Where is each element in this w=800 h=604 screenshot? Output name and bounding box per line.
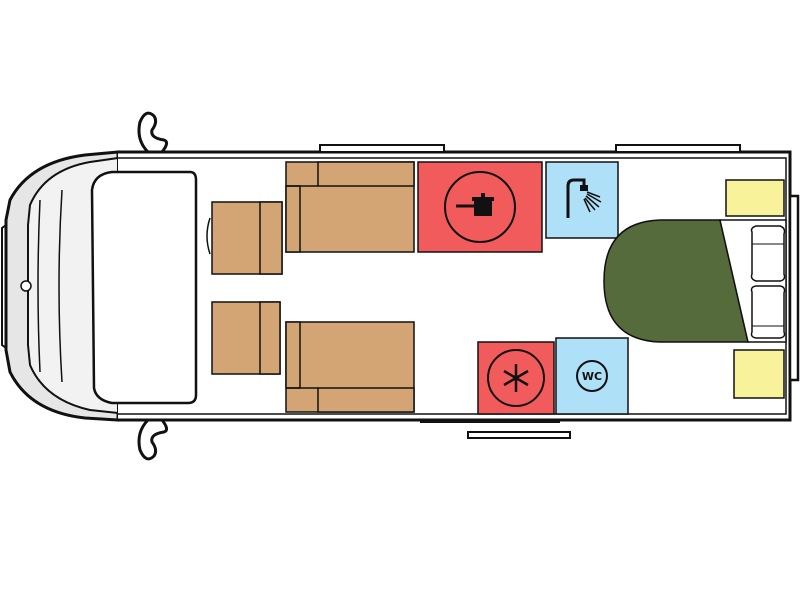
bed-unit: [603, 219, 787, 343]
storage-cabinets: [725, 179, 785, 399]
hood-line-2: [58, 189, 63, 383]
snowflake-icon: [487, 349, 545, 407]
bench-top-back: [317, 161, 415, 187]
fridge-unit: [477, 341, 555, 415]
hood-line: [37, 199, 41, 373]
bench-bottom-back: [317, 387, 415, 413]
kitchen-unit: [417, 161, 543, 253]
sliding-door-step: [467, 431, 571, 439]
toilet-unit: WC: [555, 337, 629, 415]
shower-head-icon: [566, 178, 602, 218]
driver-seat-back: [259, 201, 283, 275]
window-top-right: [615, 144, 741, 153]
pillow-bottom: [750, 285, 786, 339]
bed-mattress: [603, 219, 749, 343]
pillow-top: [750, 225, 786, 282]
wc-label: WC: [582, 370, 602, 383]
rear-bumper: [788, 194, 800, 382]
front-badge: [20, 280, 32, 292]
windshield: [90, 170, 198, 405]
mirror-bottom: [137, 418, 169, 461]
bench-top-arm: [285, 185, 301, 253]
passenger-seat-back: [259, 301, 281, 375]
toilet-room: [555, 337, 629, 415]
wc-icon: WC: [576, 360, 608, 392]
mirror-top: [137, 111, 169, 154]
shower-unit: [545, 161, 619, 239]
side-mirrors: [137, 111, 169, 461]
cooking-pot-icon: [444, 171, 516, 243]
window-top-left: [319, 144, 445, 153]
shower-tray: [545, 161, 619, 239]
front-bumper: [1, 224, 7, 349]
cabinet-bottom: [733, 349, 785, 399]
driver-seat-back-curve: [206, 217, 211, 255]
windows: [319, 144, 741, 439]
seating: [206, 161, 415, 413]
cabinet-top: [725, 179, 785, 217]
bench-bottom-arm: [285, 321, 301, 389]
